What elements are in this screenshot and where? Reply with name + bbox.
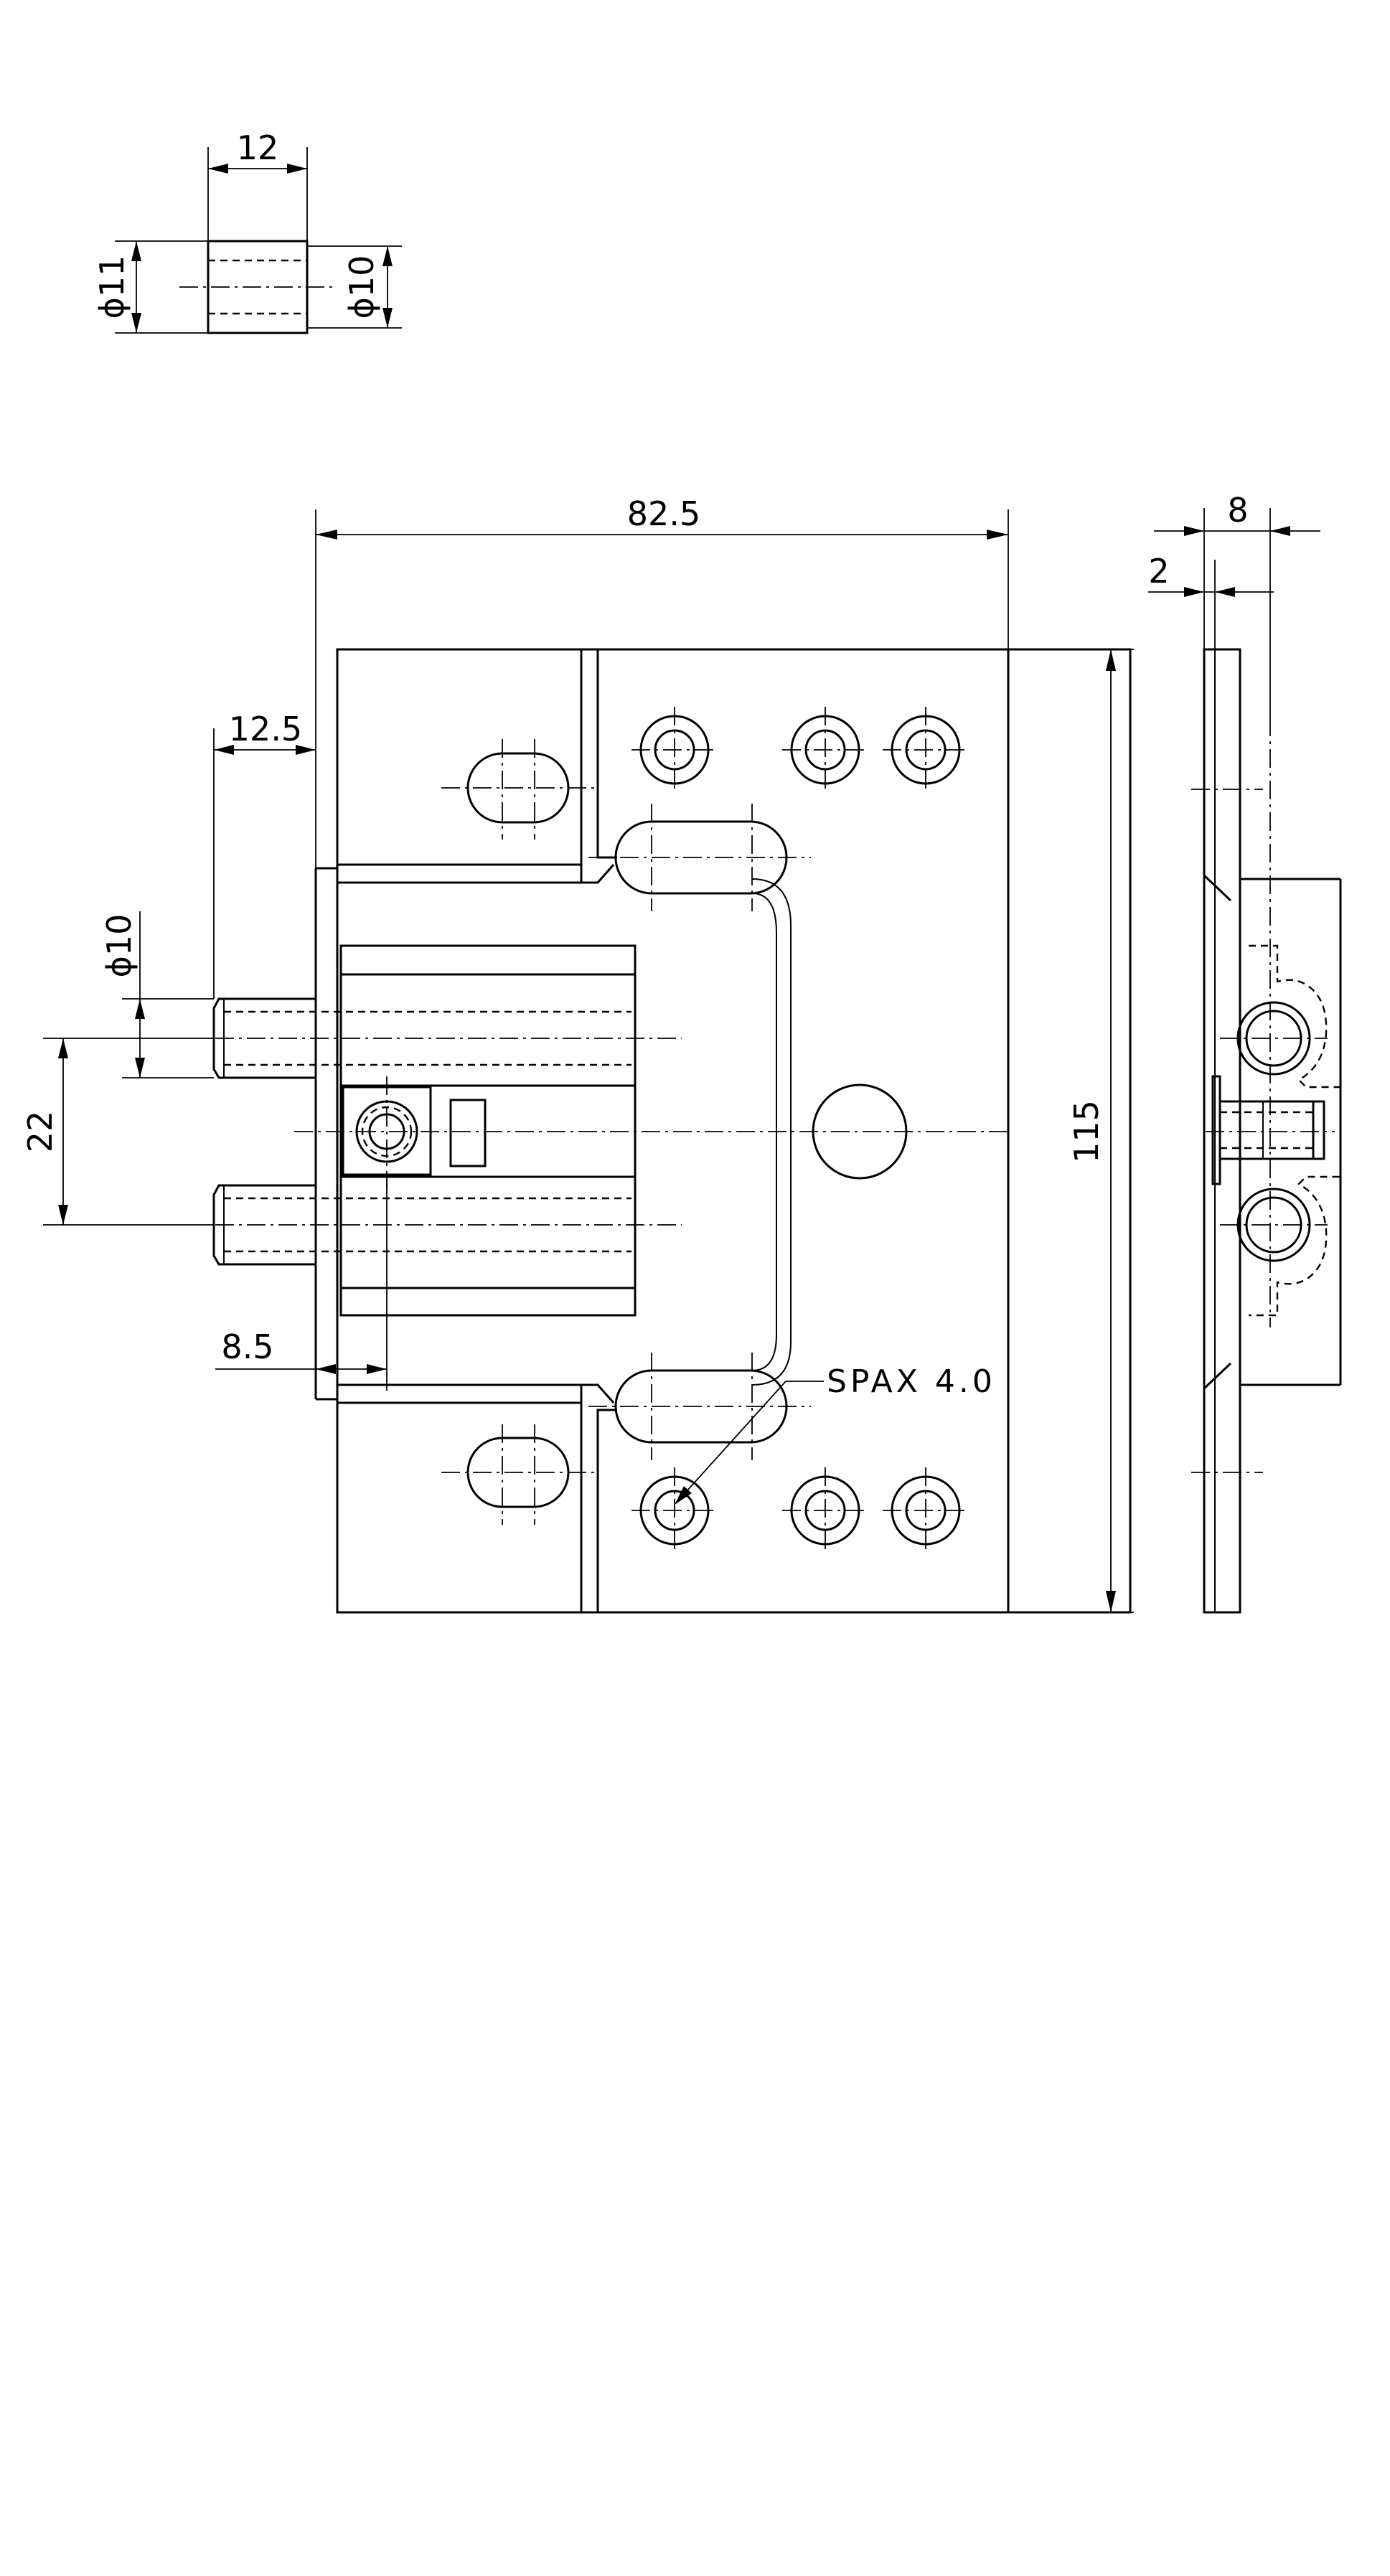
dim-bushing-outer-diameter: ϕ11	[93, 241, 141, 333]
dim-pin-spacing: 22	[21, 1038, 214, 1226]
dim-plate-thickness: 2	[1148, 552, 1274, 649]
screw-callout: SPAX 4.0	[675, 1363, 996, 1505]
dim-text-pin-diameter: ϕ10	[100, 914, 138, 978]
screw-hole-top-2	[782, 707, 868, 793]
screw-callout-label: SPAX 4.0	[827, 1363, 996, 1400]
dim-text-plate-thickness: 2	[1148, 552, 1169, 591]
dim-text-plate-width: 82.5	[627, 494, 700, 533]
dim-text-bushing-length: 12	[237, 128, 279, 167]
slot-hole-upper-right	[588, 804, 811, 911]
pin-upper	[212, 997, 682, 1079]
dim-side-thickness: 8	[1154, 491, 1320, 718]
u-channel-bend	[751, 878, 792, 1386]
front-view-hinge-plate	[314, 648, 1132, 1614]
hinge-block	[339, 944, 637, 1317]
dim-pin-offset: 8.5	[215, 1177, 388, 1391]
dim-text-pin-offset: 8.5	[221, 1327, 273, 1366]
dim-bushing-length: 12	[208, 128, 307, 174]
center-hole	[294, 1083, 1012, 1180]
dim-text-pin-spacing: 22	[21, 1111, 60, 1153]
dim-text-bushing-inner-diameter: ϕ10	[342, 255, 381, 319]
screw-hole-top-1	[631, 707, 718, 793]
side-view	[1191, 648, 1342, 1614]
screw-hole-top-3	[883, 707, 969, 793]
slot-hole-lower-left	[441, 1424, 596, 1525]
dim-plate-width: 82.5	[315, 494, 1009, 868]
slot-hole-upper-left	[441, 739, 596, 840]
dim-bushing-inner-diameter: ϕ10	[342, 246, 393, 328]
screw-hole-bottom-2	[782, 1467, 868, 1553]
slot-hole-lower-right	[588, 1353, 811, 1460]
pin-lower	[212, 1184, 682, 1266]
dim-text-side-thickness: 8	[1227, 491, 1248, 530]
screw-hole-bottom-1	[631, 1467, 718, 1553]
dim-pin-projection: 12.5	[213, 710, 316, 999]
dim-text-plate-height: 115	[1067, 1100, 1106, 1163]
dim-text-bushing-outer-diameter: ϕ11	[93, 255, 131, 319]
bushing-detail-view	[115, 147, 402, 334]
dim-plate-height: 115	[1008, 649, 1134, 1613]
dim-pin-diameter: ϕ10	[100, 911, 214, 1078]
screw-hole-bottom-3	[883, 1467, 969, 1553]
dim-text-pin-projection: 12.5	[229, 710, 302, 748]
